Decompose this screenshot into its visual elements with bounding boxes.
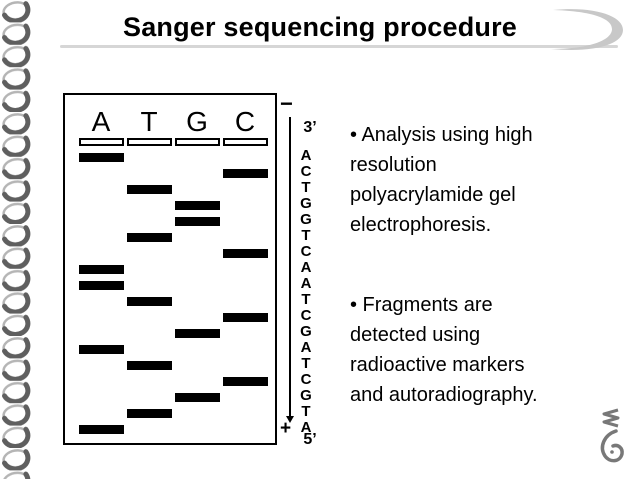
- gel-well-A: [78, 138, 124, 146]
- gel-band-A: [78, 425, 124, 434]
- gel-band-G: [174, 217, 220, 226]
- gel-band-A: [78, 345, 124, 354]
- gel-band-T: [126, 409, 172, 418]
- ladder-base-G: G: [300, 387, 312, 404]
- bullet-fragments: • Fragments are detected using radioacti…: [350, 294, 538, 406]
- ladder-base-T: T: [301, 355, 311, 372]
- gel-band-G: [174, 201, 220, 210]
- gel-well-C: [222, 138, 268, 146]
- ladder-base-A: A: [300, 275, 312, 292]
- gel-well-G: [174, 138, 220, 146]
- lane-label-C: C: [234, 106, 256, 137]
- ladder-base-T: T: [301, 403, 311, 420]
- gel-band-T: [126, 361, 172, 370]
- ladder-base-G: G: [300, 211, 312, 228]
- gel-band-A: [78, 265, 124, 274]
- five-prime-label: 5’: [303, 431, 317, 448]
- bullet-analysis: • Analysis using high resolution polyacr…: [350, 124, 533, 236]
- slide-title: Sanger sequencing procedure: [123, 12, 517, 42]
- gel-band-A: [78, 153, 124, 162]
- ladder-base-C: C: [300, 371, 312, 388]
- ladder-base-A: A: [300, 259, 312, 276]
- ladder-base-T: T: [301, 291, 311, 308]
- gel-band-T: [126, 185, 172, 194]
- gel-band-C: [222, 377, 268, 386]
- ladder-base-C: C: [300, 243, 312, 260]
- spiral-coil-decoration: [0, 0, 38, 479]
- gel-band-T: [126, 297, 172, 306]
- gel-band-G: [174, 393, 220, 402]
- gel-band-T: [126, 233, 172, 242]
- ladder-base-G: G: [300, 323, 312, 340]
- gel-band-G: [174, 329, 220, 338]
- crescent-swoosh-decoration: [551, 9, 623, 50]
- lane-label-T: T: [140, 106, 158, 137]
- ladder-base-T: T: [301, 179, 311, 196]
- ladder-base-C: C: [300, 307, 312, 324]
- ladder-base-T: T: [301, 227, 311, 244]
- gel-band-C: [222, 169, 268, 178]
- migration-arrow-line: [289, 117, 291, 416]
- title-underline: [60, 45, 618, 48]
- gel-band-A: [78, 281, 124, 290]
- ladder-base-A: A: [300, 419, 312, 436]
- ladder-base-A: A: [300, 339, 312, 356]
- ladder-base-C: C: [300, 163, 312, 180]
- ladder-base-A: A: [300, 147, 312, 164]
- migration-arrowhead: [286, 416, 294, 423]
- gel-band-C: [222, 313, 268, 322]
- corner-swirl-decoration: [600, 408, 624, 463]
- lane-label-G: G: [186, 106, 208, 137]
- three-prime-label: 3’: [303, 119, 317, 136]
- ladder-base-G: G: [300, 195, 312, 212]
- lane-label-A: A: [91, 106, 111, 137]
- gel-band-C: [222, 249, 268, 258]
- gel-well-T: [126, 138, 172, 146]
- negative-electrode-label: −: [280, 91, 293, 116]
- positive-electrode-label: +: [280, 418, 292, 439]
